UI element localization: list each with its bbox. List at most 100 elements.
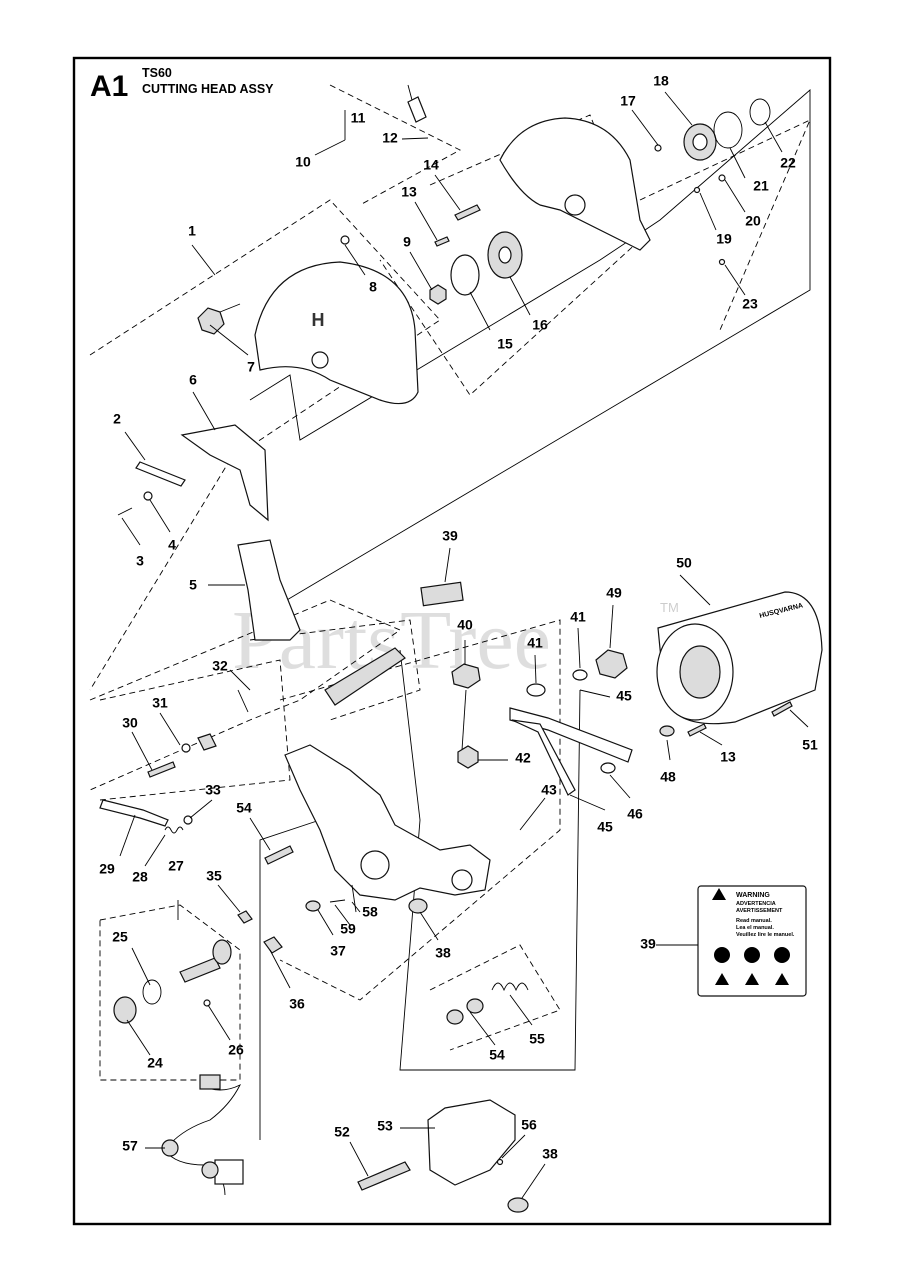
warning-title: WARNING — [736, 892, 770, 899]
callout-20: 20 — [745, 213, 761, 229]
rear-guard — [499, 117, 651, 251]
pin-52 — [357, 1161, 411, 1191]
callout-18: 18 — [653, 73, 669, 89]
callout-58: 58 — [362, 904, 378, 920]
plate-2 — [135, 461, 186, 487]
callout-23: 23 — [742, 296, 758, 312]
callout-4: 4 — [168, 537, 176, 553]
assembly-title: CUTTING HEAD ASSY — [142, 82, 274, 96]
callout-8: 8 — [369, 279, 377, 295]
nut-9 — [429, 284, 447, 305]
blade-guard — [254, 261, 419, 405]
callout-31: 31 — [152, 695, 168, 711]
callout-54b: 54 — [489, 1047, 505, 1063]
callout-54: 54 — [236, 800, 252, 816]
callout-57: 57 — [122, 1138, 138, 1154]
callout-14: 14 — [423, 157, 439, 173]
watermark-tm: TM — [660, 600, 679, 615]
callout-7: 7 — [247, 359, 255, 375]
grip-32 — [324, 647, 406, 706]
callout-42: 42 — [515, 750, 531, 766]
plunger-29 — [99, 799, 169, 827]
decal-39-small — [420, 581, 464, 607]
clamp-36 — [263, 936, 283, 954]
callout-30: 30 — [122, 715, 138, 731]
link-45-bottom — [511, 719, 576, 796]
spring-55 — [491, 982, 529, 992]
callout-38b: 38 — [542, 1146, 558, 1162]
callout-28: 28 — [132, 869, 148, 885]
callout-19: 19 — [716, 231, 732, 247]
ring-22 — [749, 98, 771, 126]
callout-52: 52 — [334, 1124, 350, 1140]
callout-27: 27 — [168, 858, 184, 874]
callout-53: 53 — [377, 1118, 393, 1134]
callout-37: 37 — [330, 943, 346, 959]
callout-16: 16 — [532, 317, 548, 333]
callout-41: 41 — [527, 635, 543, 651]
callout-56: 56 — [521, 1117, 537, 1133]
callout-21: 21 — [753, 178, 769, 194]
deflector-6 — [180, 424, 269, 522]
tensioner-11 — [407, 96, 427, 123]
callout-12: 12 — [382, 130, 398, 146]
warning-decal: WARNING ADVERTENCIA AVERTISSEMENT Read m… — [697, 885, 807, 997]
bracket-53 — [427, 1099, 516, 1186]
leader-lines — [119, 91, 809, 1199]
callout-labels: 1 2 3 4 5 6 7 8 9 10 11 12 13 14 15 16 1… — [99, 73, 818, 1162]
callout-9: 9 — [403, 234, 411, 250]
callout-1: 1 — [188, 223, 196, 239]
knob-40 — [451, 663, 481, 689]
main-arm — [284, 744, 491, 901]
callout-45b: 45 — [597, 819, 613, 835]
callout-49: 49 — [606, 585, 622, 601]
callout-48: 48 — [660, 769, 676, 785]
callout-36: 36 — [289, 996, 305, 1012]
callout-13: 13 — [401, 184, 417, 200]
knob-7 — [197, 307, 225, 335]
callout-2: 2 — [113, 411, 121, 427]
callout-35: 35 — [206, 868, 222, 884]
warning-line-3: Veuillez lire le manuel. — [736, 932, 795, 938]
warning-line-1: Read manual. — [736, 918, 772, 924]
model-name: TS60 — [142, 66, 172, 80]
flange-15 — [450, 254, 480, 296]
group-outlines — [89, 84, 811, 1140]
callout-17: 17 — [620, 93, 636, 109]
o-ring-21 — [713, 111, 743, 149]
callout-46: 46 — [627, 806, 643, 822]
callout-39: 39 — [442, 528, 458, 544]
callout-15: 15 — [497, 336, 513, 352]
callout-3: 3 — [136, 553, 144, 569]
parts: H — [99, 84, 823, 1213]
knob-49 — [595, 649, 628, 679]
callout-39b: 39 — [640, 936, 656, 952]
callout-5: 5 — [189, 577, 197, 593]
gear-shaft-27 — [179, 957, 221, 983]
callout-25: 25 — [112, 929, 128, 945]
callout-11: 11 — [351, 110, 366, 126]
callout-6: 6 — [189, 372, 197, 388]
callout-41b: 41 — [570, 609, 586, 625]
callout-26: 26 — [228, 1042, 244, 1058]
callout-24: 24 — [147, 1055, 163, 1071]
callout-29: 29 — [99, 861, 115, 877]
callout-40: 40 — [457, 617, 473, 633]
warning-subtitle-2: AVERTISSEMENT — [736, 908, 783, 914]
guard-logo: H — [312, 310, 325, 330]
callout-22: 22 — [780, 155, 796, 171]
callout-38: 38 — [435, 945, 451, 961]
section-code: A1 — [90, 70, 128, 103]
callout-10: 10 — [295, 154, 311, 170]
callout-59: 59 — [340, 921, 356, 937]
warning-subtitle-1: ADVERTENCIA — [736, 901, 776, 907]
callout-43: 43 — [541, 782, 557, 798]
warning-line-2: Lea el manual. — [736, 925, 774, 931]
callout-45: 45 — [616, 688, 632, 704]
page-frame — [72, 56, 832, 1226]
callout-33: 33 — [205, 782, 221, 798]
callout-50: 50 — [676, 555, 692, 571]
callout-51: 51 — [802, 737, 818, 753]
callout-32: 32 — [212, 658, 228, 674]
